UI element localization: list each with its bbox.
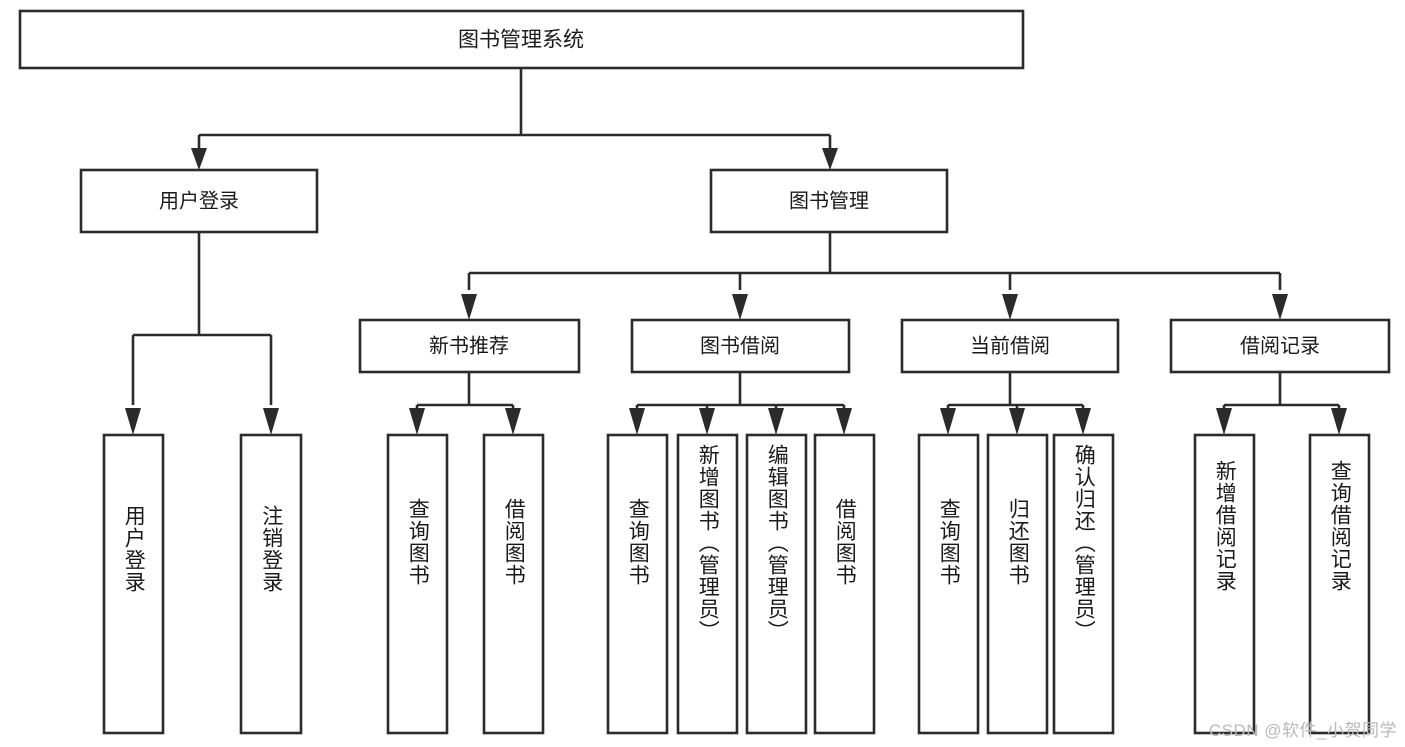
node-book-borrow-label: 图书借阅 [700,334,780,357]
leaf-box-query-book-1[interactable] [386,433,449,735]
leaf-box-borrow-book-1[interactable] [482,433,545,735]
arrow-head-icon [1075,408,1091,435]
node-book-borrow[interactable]: 图书借阅 [630,318,851,374]
arrow-head-icon [822,148,838,170]
node-current-borrow-box[interactable] [900,318,1120,374]
leaf-box-logout-login[interactable] [239,433,303,735]
connector-bookmgmt-to-level2 [461,232,1288,320]
node-book-management-box[interactable] [709,168,949,234]
connector-newbook-to-leaves [409,372,521,435]
arrow-head-icon [1009,408,1025,435]
arrow-head-icon [732,294,748,320]
connector-userlogin-to-leaves [125,232,279,435]
node-user-login-label: 用户登录 [159,189,239,212]
node-borrow-record-label: 借阅记录 [1240,334,1320,357]
arrow-head-icon [125,408,141,435]
leaf-box-borrow-book-2[interactable] [813,433,876,735]
connector-root-to-level1 [191,68,838,170]
node-book-borrow-box[interactable] [630,318,851,374]
arrow-head-icon [1002,294,1018,320]
node-new-book-recommend-label: 新书推荐 [429,334,509,357]
leaf-box-return-book[interactable] [986,433,1049,735]
node-borrow-record-box[interactable] [1169,318,1391,374]
arrow-head-icon [461,294,477,320]
arrow-head-icon [940,408,956,435]
csdn-watermark: CSDN @软件_小贺同学 [1208,721,1397,740]
leaf-box-query-record[interactable] [1308,433,1371,735]
connector-bookborrow-to-leaves [629,372,852,435]
connector-currentborrow-to-leaves [940,372,1091,435]
node-new-book-recommend-box[interactable] [358,318,581,374]
arrow-head-icon [768,408,784,435]
node-new-book-recommend[interactable]: 新书推荐 [358,318,581,374]
node-book-management-label: 图书管理 [789,189,869,212]
arrow-head-icon [505,408,521,435]
node-root-box[interactable] [18,9,1025,70]
arrow-head-icon [699,408,715,435]
arrow-head-icon [1216,408,1232,435]
arrow-head-icon [629,408,645,435]
arrow-head-icon [836,408,852,435]
node-current-borrow[interactable]: 当前借阅 [900,318,1120,374]
leaf-box-add-record[interactable] [1193,433,1256,735]
leaf-box-edit-book[interactable] [745,433,808,735]
leaf-box-query-book-2[interactable] [606,433,669,735]
node-user-login[interactable]: 用户登录 [79,168,319,234]
arrow-head-icon [409,408,425,435]
arrow-head-icon [1331,408,1347,435]
arrow-head-icon [263,408,279,435]
node-user-login-box[interactable] [79,168,319,234]
node-current-borrow-label: 当前借阅 [970,334,1050,357]
node-root-label: 图书管理系统 [458,29,584,52]
leaf-box-user-login[interactable] [102,433,165,735]
arrow-head-icon [191,148,207,170]
arrow-head-icon [1272,294,1288,320]
node-borrow-record[interactable]: 借阅记录 [1169,318,1391,374]
node-root[interactable]: 图书管理系统 [18,9,1025,70]
leaf-box-query-book-3[interactable] [917,433,980,735]
leaf-box-add-book[interactable] [676,433,739,735]
node-book-management[interactable]: 图书管理 [709,168,949,234]
connector-borrowrecord-to-leaves [1216,372,1347,435]
leaf-box-confirm-return[interactable] [1052,433,1115,735]
